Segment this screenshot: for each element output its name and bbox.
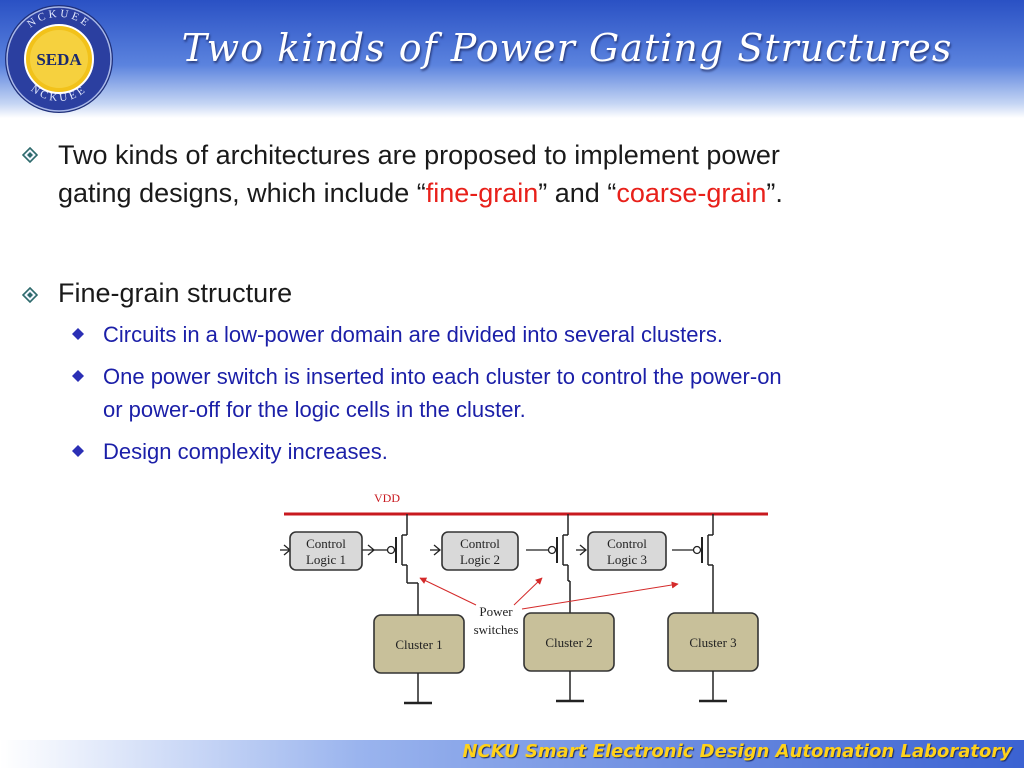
svg-text:Control: Control [306, 536, 346, 551]
svg-text:Control: Control [607, 536, 647, 551]
vdd-label: VDD [374, 491, 400, 505]
bullet-fine-grain-structure: Fine-grain structure [58, 278, 293, 308]
power-gating-diagram: VDD [280, 491, 768, 705]
sub-bullet-clusters: Circuits in a low-power domain are divid… [103, 322, 723, 347]
sub-bullet-complexity: Design complexity increases. [103, 439, 388, 464]
svg-text:Logic 2: Logic 2 [460, 552, 500, 567]
bullet-line: gating designs, which include “fine-grai… [58, 178, 783, 208]
power-switch-1 [280, 514, 419, 615]
svg-text:switches: switches [474, 622, 519, 637]
diamond-bullet-icon [22, 147, 38, 163]
power-switch-3 [576, 514, 714, 613]
control-logic-2: Control Logic 2 [441, 531, 519, 571]
sub-bullet-power-switch: One power switch is inserted into each c… [103, 364, 782, 422]
coarse-grain-term: coarse-grain [616, 178, 767, 208]
cluster-1: Cluster 1 [373, 614, 465, 705]
control-logic-3: Control Logic 3 [587, 531, 667, 571]
bullet-architectures: Two kinds of architectures are proposed … [58, 136, 783, 212]
cluster-3: Cluster 3 [667, 612, 759, 703]
sub-bullet-diamond-icon [72, 328, 84, 340]
power-switch-2 [430, 514, 571, 613]
footer-lab-name: NCKU Smart Electronic Design Automation … [462, 741, 1012, 762]
logo-center-text: SEDA [36, 50, 82, 69]
svg-text:Logic 1: Logic 1 [306, 552, 346, 567]
seda-logo: NCKUEE NCKUEE SEDA [5, 5, 113, 113]
header-bar: NCKUEE NCKUEE SEDA Two kinds of Power Ga… [0, 0, 1024, 118]
svg-text:Cluster 3: Cluster 3 [689, 635, 736, 650]
slide-title: Two kinds of Power Gating Structures [181, 26, 953, 70]
control-logic-1: Control Logic 1 [289, 531, 363, 571]
cluster-2: Cluster 2 [523, 612, 615, 703]
svg-text:Logic 3: Logic 3 [607, 552, 647, 567]
svg-text:Cluster 1: Cluster 1 [395, 637, 442, 652]
svg-text:Cluster 2: Cluster 2 [545, 635, 592, 650]
svg-text:Power: Power [479, 604, 513, 619]
sub-bullet-diamond-icon [72, 445, 84, 457]
sub-bullet-diamond-icon [72, 370, 84, 382]
slide-content: Two kinds of architectures are proposed … [22, 136, 783, 705]
diamond-bullet-icon [22, 287, 38, 303]
svg-text:Control: Control [460, 536, 500, 551]
footer-bar: NCKU Smart Electronic Design Automation … [0, 740, 1024, 768]
bullet-line: Two kinds of architectures are proposed … [58, 140, 780, 170]
fine-grain-term: fine-grain [425, 178, 539, 208]
power-switches-annotation: Power switches [419, 577, 679, 637]
